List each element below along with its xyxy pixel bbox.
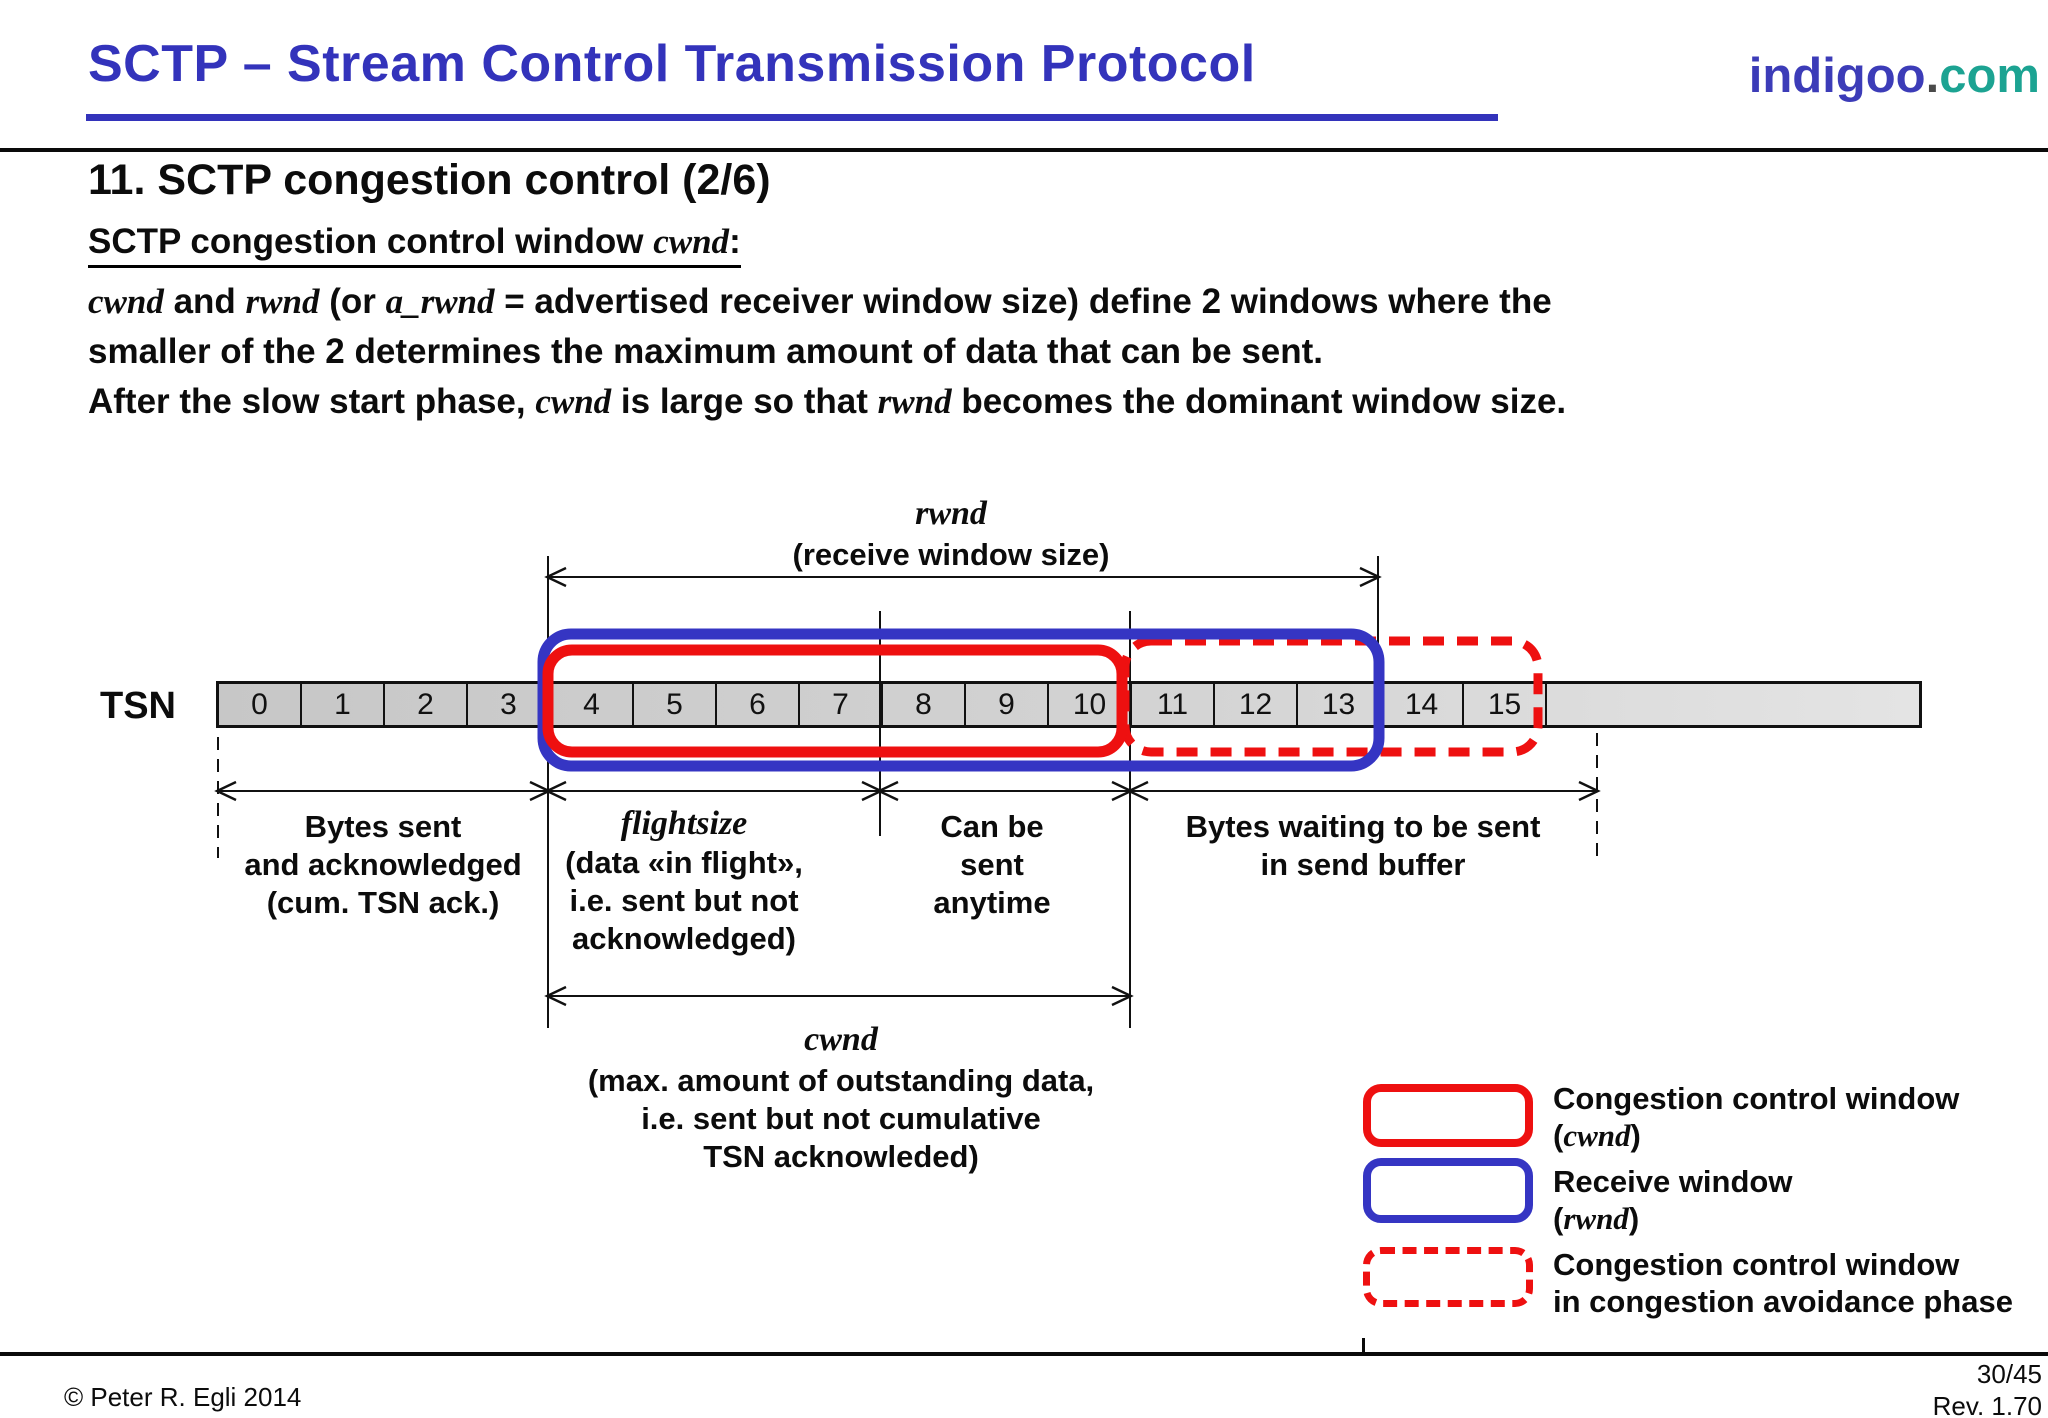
- revision-number: Rev. 1.70: [1932, 1391, 2042, 1418]
- tsn-segment: 13: [1298, 684, 1381, 725]
- tsn-segment: 6: [717, 684, 800, 725]
- page-number: 30/45: [1976, 1359, 2042, 1389]
- label-bytes-sent-acked: Bytes sent and acknowledged (cum. TSN ac…: [244, 809, 522, 920]
- slide-heading: 11. SCTP congestion control (2/6): [88, 156, 771, 204]
- tsn-segment: 2: [385, 684, 468, 725]
- tsn-segment: 14: [1381, 684, 1464, 725]
- cwnd-arrow-title: cwnd: [804, 1021, 878, 1058]
- body-line-3: After the slow start phase, cwnd is larg…: [88, 382, 1567, 421]
- tsn-segment: 12: [1215, 684, 1298, 725]
- legend-label-cwnd-avoidance: Congestion control window in congestion …: [1553, 1247, 2013, 1319]
- tsn-segment: 15: [1464, 684, 1547, 725]
- tsn-segment: 5: [634, 684, 717, 725]
- label-cwnd-description: (max. amount of outstanding data, i.e. s…: [587, 1063, 1095, 1174]
- body-paragraph: cwnd and rwnd (or a_rwnd = advertised re…: [88, 277, 1566, 427]
- copyright-text: © Peter R. Egli 2014: [64, 1382, 302, 1412]
- header-divider: [0, 148, 2048, 152]
- tsn-segment: 1: [302, 684, 385, 725]
- tsn-segment: 7: [800, 684, 883, 725]
- tsn-segment: 8: [883, 684, 966, 725]
- flightsize-title: flightsize: [620, 805, 748, 842]
- legend-label-rwnd: Receive window (rwnd): [1553, 1164, 1793, 1236]
- tsn-axis-label: TSN: [100, 685, 176, 727]
- tsn-bar-extension: [1547, 684, 1919, 725]
- body-line-2: smaller of the 2 determines the maximum …: [88, 332, 1324, 371]
- tsn-segment: 9: [966, 684, 1049, 725]
- logo-dot: .: [1925, 49, 1940, 103]
- tsn-segment: 0: [219, 684, 302, 725]
- tsn-segment: 10: [1049, 684, 1132, 725]
- label-can-be-sent: Can be sent anytime: [933, 809, 1051, 920]
- footer-divider: [0, 1352, 2048, 1356]
- legend-swatch-cwnd: [1363, 1084, 1533, 1147]
- footer-tick: [1362, 1338, 1365, 1352]
- legend-swatch-rwnd: [1363, 1158, 1533, 1223]
- rwnd-arrow-title: rwnd: [915, 495, 987, 532]
- title-underline: [86, 114, 1498, 121]
- slide-subheading: SCTP congestion control window cwnd:: [88, 224, 741, 268]
- label-bytes-waiting: Bytes waiting to be sent in send buffer: [1185, 809, 1541, 882]
- legend-label-cwnd: Congestion control window (cwnd): [1553, 1081, 1960, 1153]
- logo-part-indigoo: indigoo: [1748, 49, 1926, 103]
- tsn-segment: 4: [551, 684, 634, 725]
- body-line-1: cwnd and rwnd (or a_rwnd = advertised re…: [88, 282, 1552, 321]
- legend-swatch-cwnd-avoidance: [1363, 1247, 1533, 1307]
- page-title: SCTP – Stream Control Transmission Proto…: [88, 35, 1256, 93]
- rwnd-arrow-subtitle: (receive window size): [792, 537, 1110, 572]
- logo-part-com: com: [1939, 49, 2040, 103]
- tsn-segment: 3: [468, 684, 551, 725]
- indigoo-logo: indigoo.com: [1749, 48, 2040, 104]
- tsn-segment: 11: [1132, 684, 1215, 725]
- label-flightsize: flightsize (data «in flight», i.e. sent …: [565, 805, 803, 956]
